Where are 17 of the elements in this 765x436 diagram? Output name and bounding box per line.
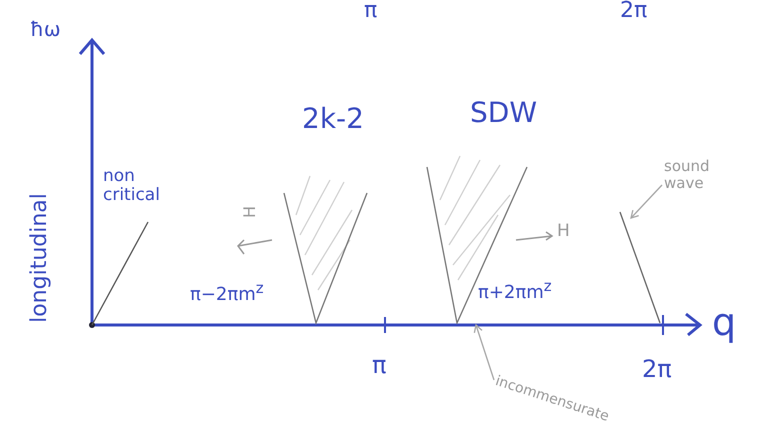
axis-label: π bbox=[364, 0, 378, 24]
field-label: H bbox=[241, 206, 259, 218]
tick-label: π+2πm$^{z}$ bbox=[478, 278, 552, 303]
axis-label: longitudinal bbox=[28, 193, 52, 323]
tick-label: π−2πm$^{z}$ bbox=[190, 280, 264, 305]
annotation-text: sound wave bbox=[664, 158, 724, 191]
region-label: SDW bbox=[470, 98, 538, 129]
axis-label: ħω bbox=[30, 18, 61, 40]
leader-line bbox=[474, 324, 495, 380]
region-label: 2k-2 bbox=[302, 104, 364, 135]
axis-label: 2π bbox=[620, 0, 648, 24]
axis-label: q bbox=[712, 302, 736, 344]
branch-label: non critical bbox=[103, 167, 161, 204]
tick-label: π bbox=[372, 352, 386, 378]
field-label: H bbox=[557, 222, 570, 241]
tick-label: 2π bbox=[642, 356, 672, 382]
leader-line bbox=[630, 184, 662, 219]
